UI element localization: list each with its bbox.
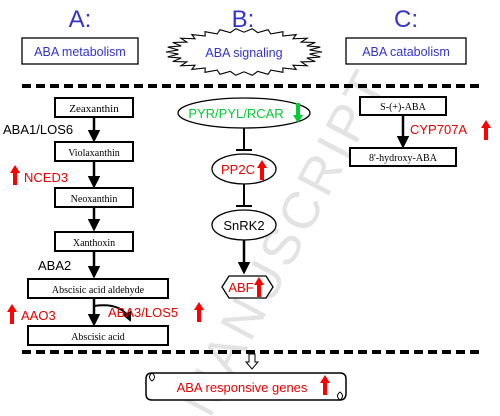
aba-catabolism-title: ABA catabolism bbox=[362, 45, 450, 59]
hydroxy-aba-box bbox=[349, 147, 457, 167]
s-aba-label: S-(+)-ABA bbox=[380, 102, 426, 113]
pp2c-label: PP2C bbox=[221, 162, 255, 177]
red-up-arrow-icon bbox=[10, 165, 20, 185]
red-up-arrow-icon bbox=[481, 120, 491, 140]
column-b-letter: B: bbox=[232, 6, 255, 33]
aba2-enzyme: ABA2 bbox=[38, 258, 71, 273]
aba1-los6-enzyme: ABA1/LOS6 bbox=[3, 122, 73, 137]
aba3-los5-enzyme: ABA3/LOS5 bbox=[108, 305, 178, 320]
abscisic-acid-label: Abscisic acid bbox=[71, 332, 125, 343]
aba-catabolism-box: ABA catabolism bbox=[345, 37, 467, 65]
green-down-arrow-icon bbox=[293, 103, 303, 123]
column-a-letter: A: bbox=[69, 6, 92, 33]
column-c-letter: C: bbox=[394, 6, 418, 33]
abscisic-acid-box bbox=[27, 325, 169, 346]
red-up-arrow-icon bbox=[7, 304, 17, 324]
red-up-arrow-icon bbox=[257, 160, 267, 180]
neoxanthin-label: Neoxanthin bbox=[71, 194, 118, 205]
red-up-arrow-icon bbox=[254, 277, 264, 297]
xanthoxin-label: Xanthoxin bbox=[73, 238, 115, 249]
responsive-genes-scroll bbox=[145, 372, 347, 401]
aba-signaling-title: ABA signaling bbox=[205, 46, 282, 60]
nced3-enzyme: NCED3 bbox=[24, 170, 68, 185]
cyp707a-enzyme: CYP707A bbox=[410, 122, 467, 137]
receptor-label: PYR/PYL/RCAR bbox=[188, 106, 283, 121]
aba-metabolism-title: ABA metabolism bbox=[34, 45, 126, 59]
snrk2-label: SnRK2 bbox=[223, 218, 264, 233]
aao3-enzyme: AAO3 bbox=[21, 308, 56, 323]
aba-metabolism-box: ABA metabolism bbox=[21, 37, 139, 65]
responsive-genes-label: ABA responsive genes bbox=[177, 380, 308, 395]
abf-label: ABF bbox=[228, 280, 253, 295]
aba-signaling-starburst: ABA signaling bbox=[165, 28, 323, 76]
zeaxanthin-label: Zeaxanthin bbox=[69, 103, 119, 115]
abscisic-aldehyde-box bbox=[27, 278, 169, 299]
hydroxy-aba-label: 8'-hydroxy-ABA bbox=[369, 153, 438, 164]
curved-flow-arrow bbox=[93, 304, 132, 322]
red-up-arrow-icon bbox=[194, 302, 204, 322]
violaxanthin-label: Violaxanthin bbox=[68, 148, 120, 159]
abscisic-aldehyde-label: Abscisic acid aldehyde bbox=[52, 285, 145, 296]
hollow-down-arrow-icon bbox=[244, 353, 260, 370]
red-up-arrow-icon bbox=[320, 375, 330, 395]
